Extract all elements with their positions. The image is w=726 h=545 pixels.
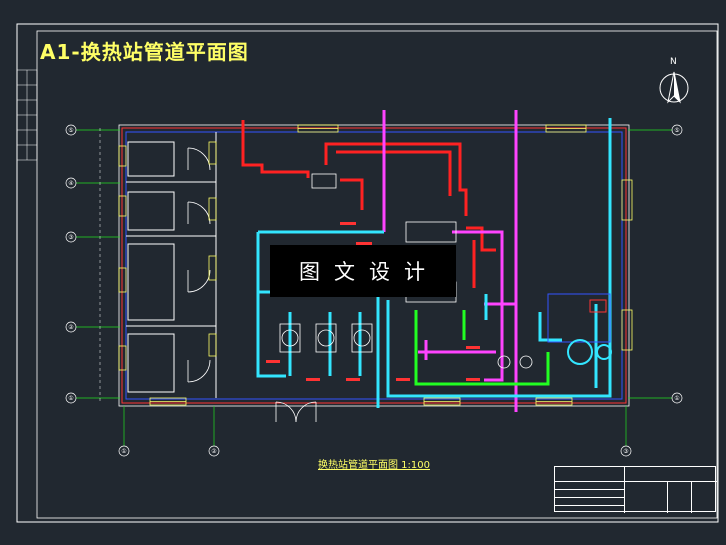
title-block-divider (555, 505, 625, 506)
outer-border (16, 23, 719, 523)
axis-label-col-2: ② (211, 448, 217, 455)
building-outline-red (121, 127, 627, 404)
doors (187, 147, 317, 423)
axis-label-row-2: ② (68, 324, 74, 331)
axis-label-row-1: ① (68, 395, 73, 402)
building-wall (118, 124, 630, 407)
axis-label-col-1: ① (121, 448, 126, 455)
title-block-divider (555, 481, 717, 482)
axis-label-col-3: ③ (623, 448, 628, 455)
axis-label-right-bottom: ① (674, 395, 679, 402)
axis-bubbles (65, 124, 683, 457)
title-block-left (555, 467, 625, 513)
north-label: N (670, 57, 677, 67)
pump-units (279, 323, 533, 369)
windows (118, 124, 633, 406)
axis-lines (76, 129, 672, 446)
title-block-divider (691, 481, 692, 513)
watermark-text: 图文设计 (270, 245, 456, 297)
axis-label-row-3: ③ (68, 234, 73, 241)
inner-border (36, 30, 718, 519)
title-block-divider (555, 489, 625, 490)
axis-label-right-top: ⑤ (674, 127, 679, 134)
title-block-divider (667, 481, 668, 513)
green-pipes (414, 310, 550, 386)
title-block-divider (555, 497, 625, 498)
magenta-pipes (382, 110, 518, 412)
building-outline-blue (125, 131, 623, 400)
water-tank (547, 293, 611, 343)
binding-strip (16, 69, 38, 161)
north-arrow-icon (659, 71, 689, 104)
title-block (554, 466, 717, 513)
pipe-tags (266, 222, 480, 381)
supply-pipes (241, 120, 496, 288)
axis-label-row-4: ④ (68, 180, 73, 187)
room-partitions (126, 132, 217, 398)
axis-label-row-5: ⑤ (68, 127, 73, 134)
page-title: A1-换热站管道平面图 (40, 40, 249, 64)
return-pipes (256, 118, 612, 408)
plan-title: 换热站管道平面图 1:100 (318, 460, 430, 471)
softener-unit (567, 339, 612, 365)
